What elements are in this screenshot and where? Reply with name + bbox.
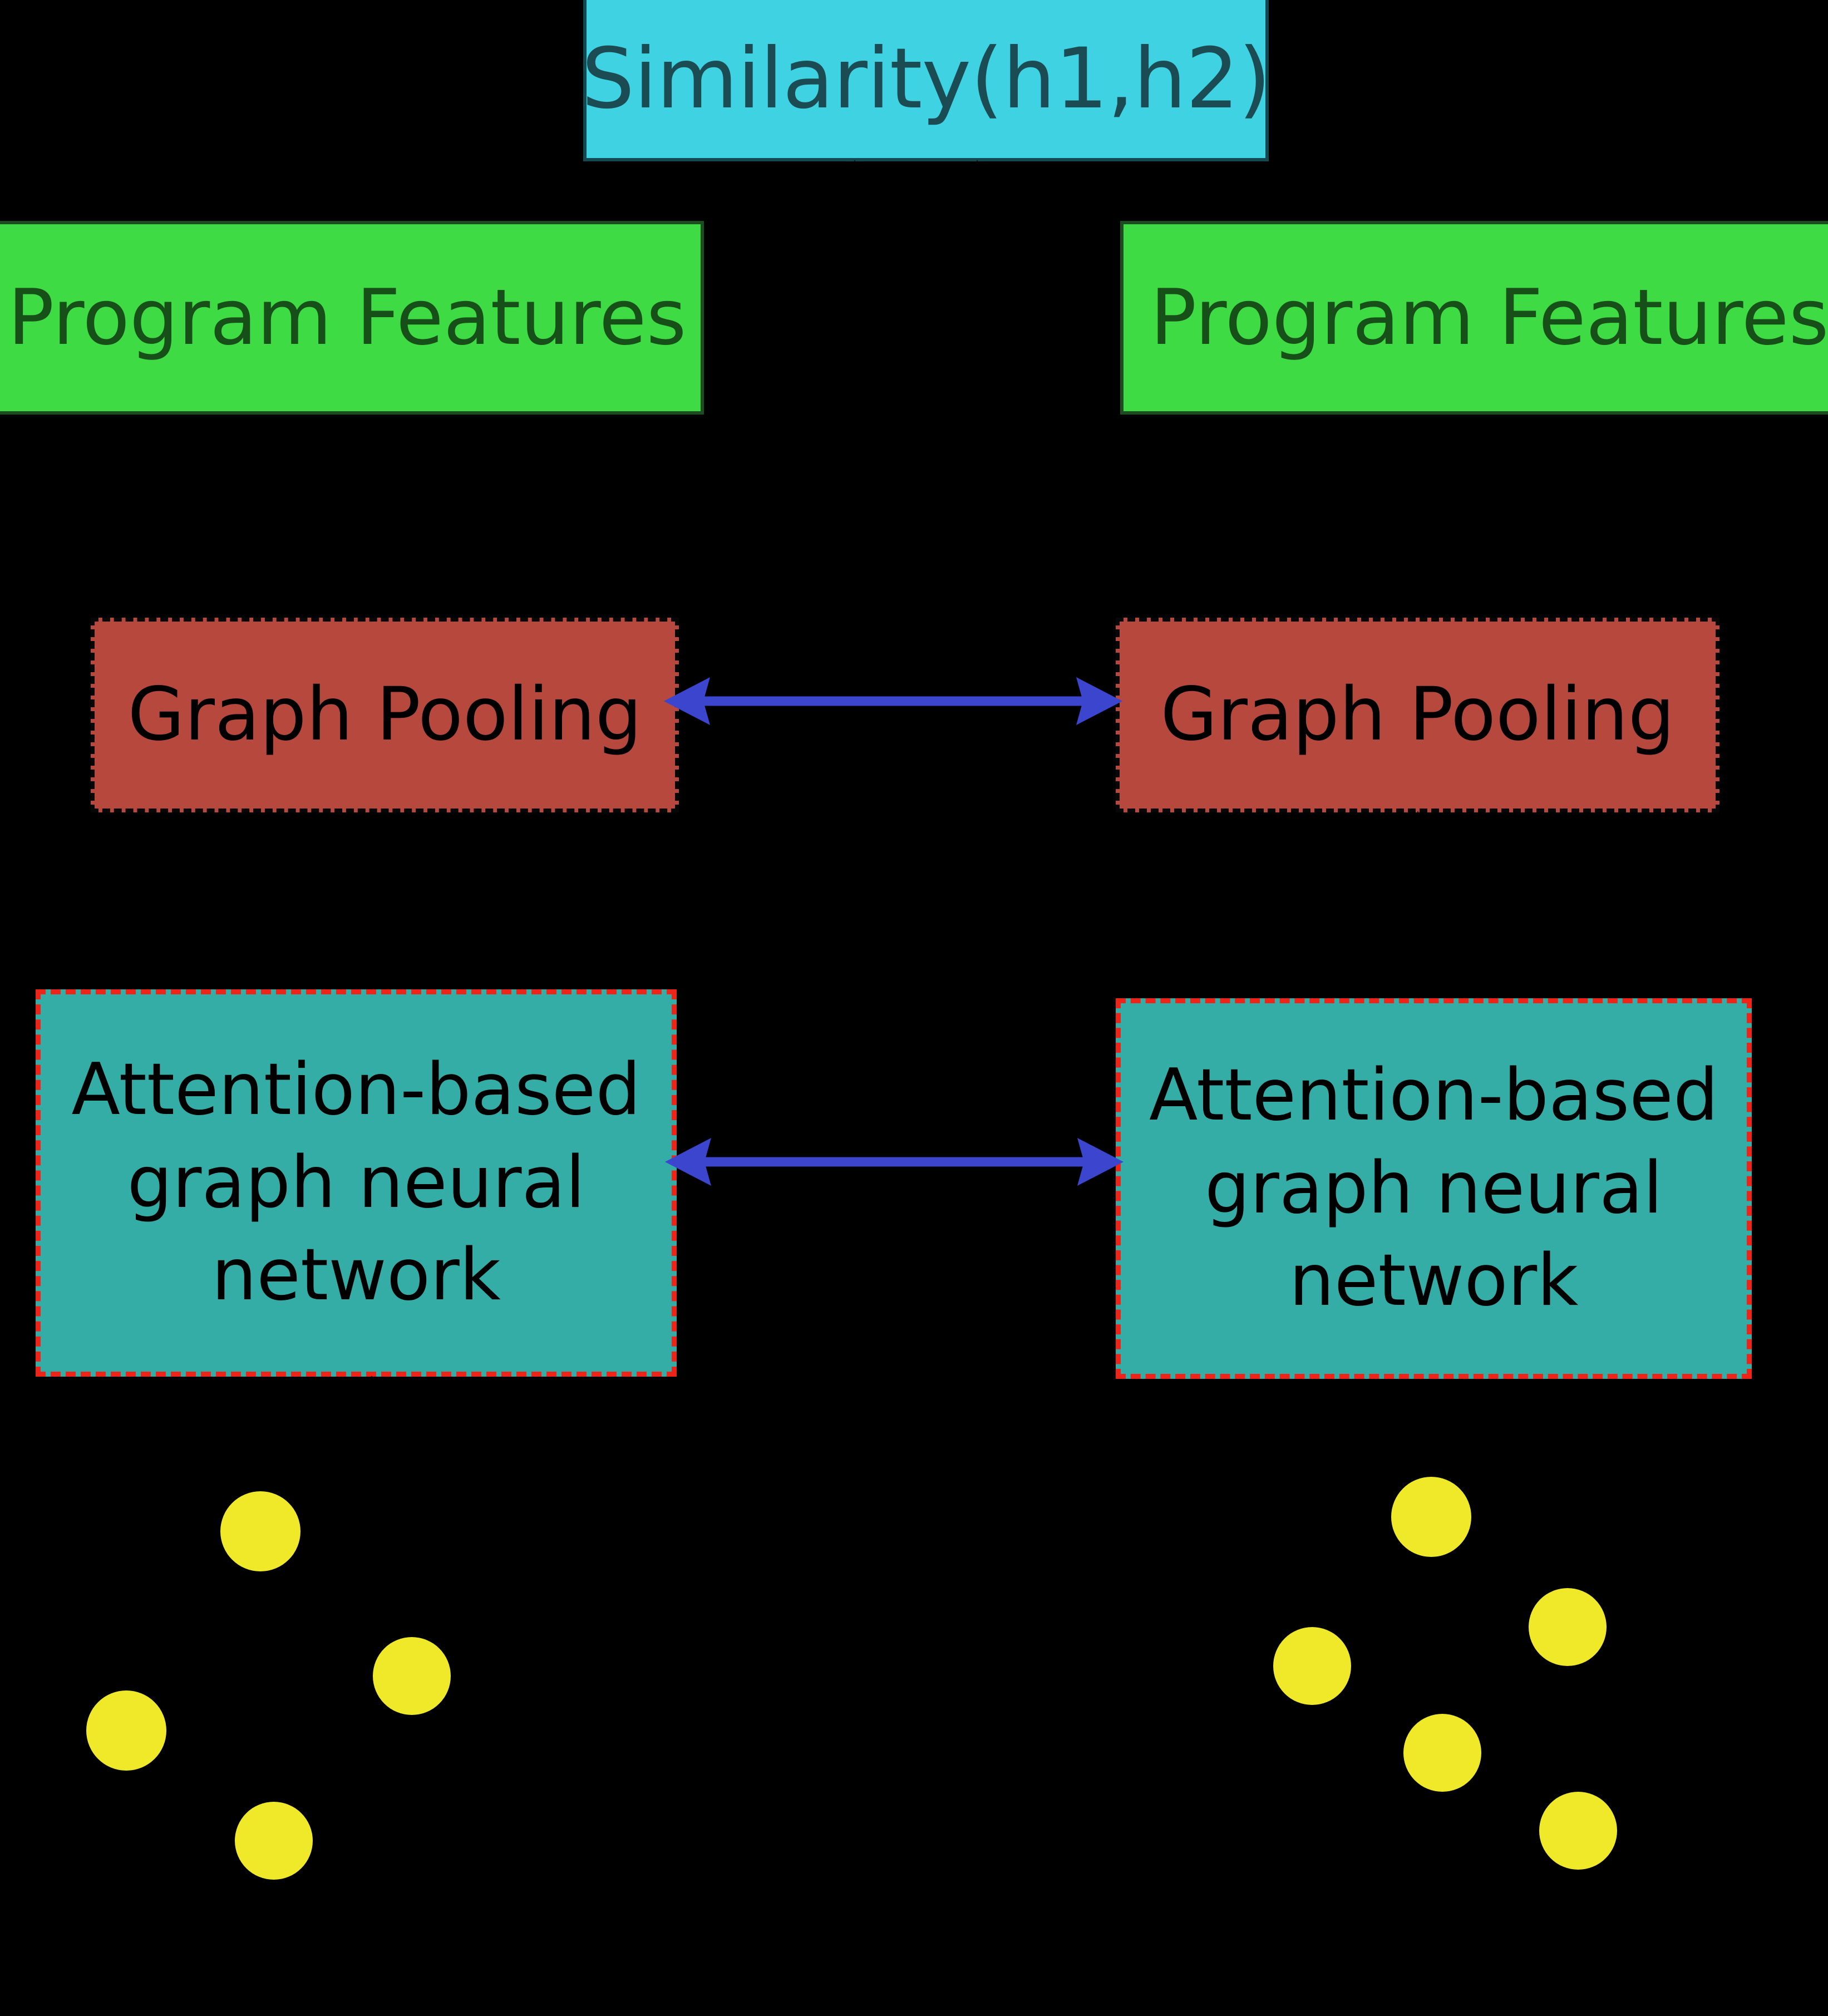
similarity-box: Similarity(h1,h2) [582,0,1271,161]
program-features-box-right: Program Features [1120,221,1828,415]
graph-node [220,1491,300,1571]
graph-node [1529,1588,1607,1666]
graph-node [1403,1714,1481,1792]
program-features-label-left: Program Features [8,272,687,362]
graph-node [86,1690,166,1771]
pooling-to-features-arrow-left [366,416,378,620]
graph-node [235,1802,313,1880]
graph-pooling-box-right: Graph Pooling [1116,618,1719,812]
gnn-to-pooling-arrow-left [365,811,378,999]
pooling-to-features-arrow-right [1412,416,1424,609]
attention-gnn-box-right: Attention-based graph neural network [1116,998,1752,1379]
program-features-box-left: Program Features [0,221,704,415]
similarity-inbound-arrow-left [848,160,861,225]
similarity-inbound-arrow-right [970,160,984,225]
graph-pooling-box-left: Graph Pooling [91,618,679,812]
graph-pooling-label-right: Graph Pooling [1160,672,1675,758]
gnn-to-pooling-arrow-right [1411,811,1425,1004]
attention-gnn-label-right: Attention-based graph neural network [1149,1054,1719,1323]
pooling-bidirectional-arrow [664,677,1122,725]
graph-node [1273,1627,1351,1705]
attention-gnn-label-left: Attention-based graph neural network [71,1048,641,1317]
program-features-label-right: Program Features [1150,272,1828,362]
gnn-bidirectional-arrow [665,1138,1124,1186]
graph-node [373,1637,451,1715]
graph-node [1539,1792,1617,1870]
attention-gnn-box-left: Attention-based graph neural network [36,989,677,1377]
graph-node [1391,1477,1471,1557]
similarity-label: Similarity(h1,h2) [582,30,1271,127]
graph-to-gnn-arrow-left [365,1376,378,1541]
graph-pooling-label-left: Graph Pooling [127,672,642,758]
